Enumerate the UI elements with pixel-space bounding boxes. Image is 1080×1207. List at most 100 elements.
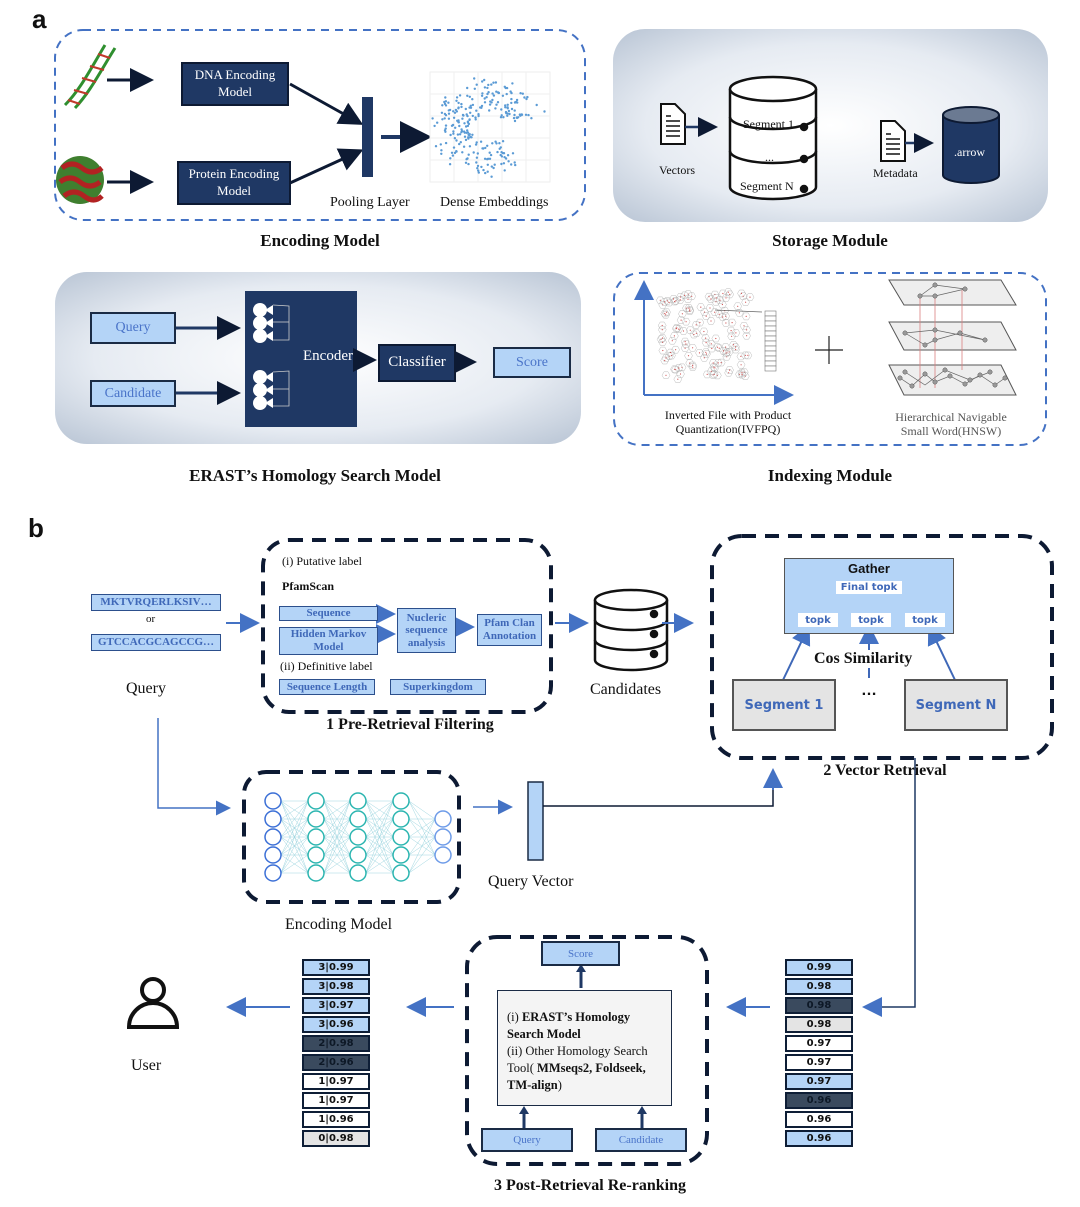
embedding-point xyxy=(485,96,488,99)
pq-code-cell xyxy=(764,320,777,327)
pq-code-cell xyxy=(764,325,777,332)
indexing-module-frame xyxy=(613,272,1047,446)
voronoi-cell xyxy=(724,369,733,377)
voronoi-cell xyxy=(741,298,750,306)
embedding-point xyxy=(475,109,478,112)
centroid-point xyxy=(714,367,716,369)
hnsw-node xyxy=(977,372,983,378)
embedding-point xyxy=(458,124,461,128)
voronoi-cell xyxy=(696,303,706,311)
embedding-point xyxy=(527,113,530,117)
query-label: Query xyxy=(126,680,166,697)
embedding-point xyxy=(467,136,470,139)
voronoi-cell xyxy=(705,304,715,312)
nn-neuron xyxy=(264,810,282,828)
centroid-point xyxy=(710,320,712,322)
rerank-methods-box: (i) ERAST’s Homology Search Model (ii) O… xyxy=(497,990,672,1106)
embedding-point xyxy=(500,162,503,166)
embedding-point xyxy=(450,151,454,154)
centroid-point xyxy=(716,346,719,348)
voronoi-cell xyxy=(702,350,711,358)
embedding-point xyxy=(499,146,502,149)
voronoi-cell xyxy=(736,361,746,369)
embedding-point xyxy=(441,118,444,121)
embedding-point xyxy=(514,163,517,167)
voronoi-cell xyxy=(719,347,728,355)
embedding-point xyxy=(472,151,475,154)
voronoi-cell xyxy=(724,288,733,296)
embedding-point xyxy=(451,123,455,127)
voronoi-cell xyxy=(711,294,721,302)
retrieved-score-row: 0.96 xyxy=(785,1130,853,1147)
embedding-point xyxy=(508,112,511,116)
encoding-model-frame xyxy=(54,29,586,221)
topk-box-1: topk xyxy=(798,613,838,627)
metadata-document-icon xyxy=(880,120,906,162)
sequence-box: Sequence xyxy=(279,606,378,621)
embedding-point xyxy=(504,106,507,109)
voronoi-cell xyxy=(684,352,693,360)
hnsw-node xyxy=(902,330,908,336)
voronoi-cell xyxy=(729,341,738,349)
segment-ellipsis-label: ... xyxy=(765,150,774,164)
embedding-point xyxy=(506,107,509,110)
voronoi-cell xyxy=(680,337,690,346)
hnsw-node xyxy=(942,367,948,373)
candidates-database-icon xyxy=(593,588,669,672)
voronoi-cell xyxy=(718,313,727,321)
embedding-point xyxy=(530,117,533,120)
nn-neuron xyxy=(349,828,367,846)
centroid-point xyxy=(746,329,748,331)
voronoi-cell xyxy=(731,343,740,351)
embedding-point xyxy=(480,104,484,108)
ivfpq-label: Inverted File with Product Quantization(… xyxy=(648,408,808,437)
embedding-point xyxy=(483,86,487,89)
embedding-point xyxy=(466,94,469,98)
centroid-point xyxy=(664,359,666,362)
voronoi-cell xyxy=(676,296,685,304)
voronoi-cell xyxy=(670,332,679,340)
embedding-point xyxy=(471,133,474,136)
embedding-point xyxy=(433,124,436,128)
embedding-point xyxy=(506,114,509,118)
voronoi-cell xyxy=(672,325,681,333)
voronoi-cell xyxy=(665,352,674,360)
embedding-point xyxy=(443,102,447,106)
centroid-point xyxy=(682,330,685,332)
voronoi-cell xyxy=(660,356,669,365)
embedding-point xyxy=(486,92,489,96)
voronoi-cell xyxy=(706,295,716,303)
embedding-point xyxy=(468,118,471,121)
centroid-point xyxy=(685,321,687,323)
centroid-point xyxy=(664,301,666,303)
embedding-point xyxy=(488,157,492,160)
embedding-point xyxy=(454,126,457,129)
centroid-point xyxy=(671,340,673,342)
voronoi-cell xyxy=(658,326,667,334)
voronoi-cell xyxy=(688,361,697,370)
centroid-point xyxy=(731,322,733,324)
embedding-point xyxy=(488,151,491,154)
embedding-point xyxy=(496,150,499,154)
voronoi-cell xyxy=(722,353,731,361)
cos-similarity-label: Cos Similarity xyxy=(812,650,915,668)
embedding-point xyxy=(453,137,457,140)
centroid-point xyxy=(675,349,677,351)
embedding-point xyxy=(456,119,459,123)
voronoi-cell xyxy=(742,332,751,340)
voronoi-cell xyxy=(720,307,729,315)
reranked-score-row: 2|0.96 xyxy=(302,1054,370,1071)
embedding-point xyxy=(502,116,505,119)
centroid-point xyxy=(712,362,714,364)
voronoi-cell xyxy=(680,344,690,352)
embedding-point xyxy=(463,135,467,138)
embedding-point xyxy=(486,170,489,173)
pq-code-cell xyxy=(764,365,777,372)
embedding-point xyxy=(481,92,484,95)
hnsw-node xyxy=(922,371,928,377)
pq-code-cell xyxy=(764,315,777,322)
voronoi-cell xyxy=(737,289,746,298)
centroid-point xyxy=(741,372,743,374)
hnsw-node xyxy=(917,293,923,299)
pq-code-cell xyxy=(764,345,777,352)
